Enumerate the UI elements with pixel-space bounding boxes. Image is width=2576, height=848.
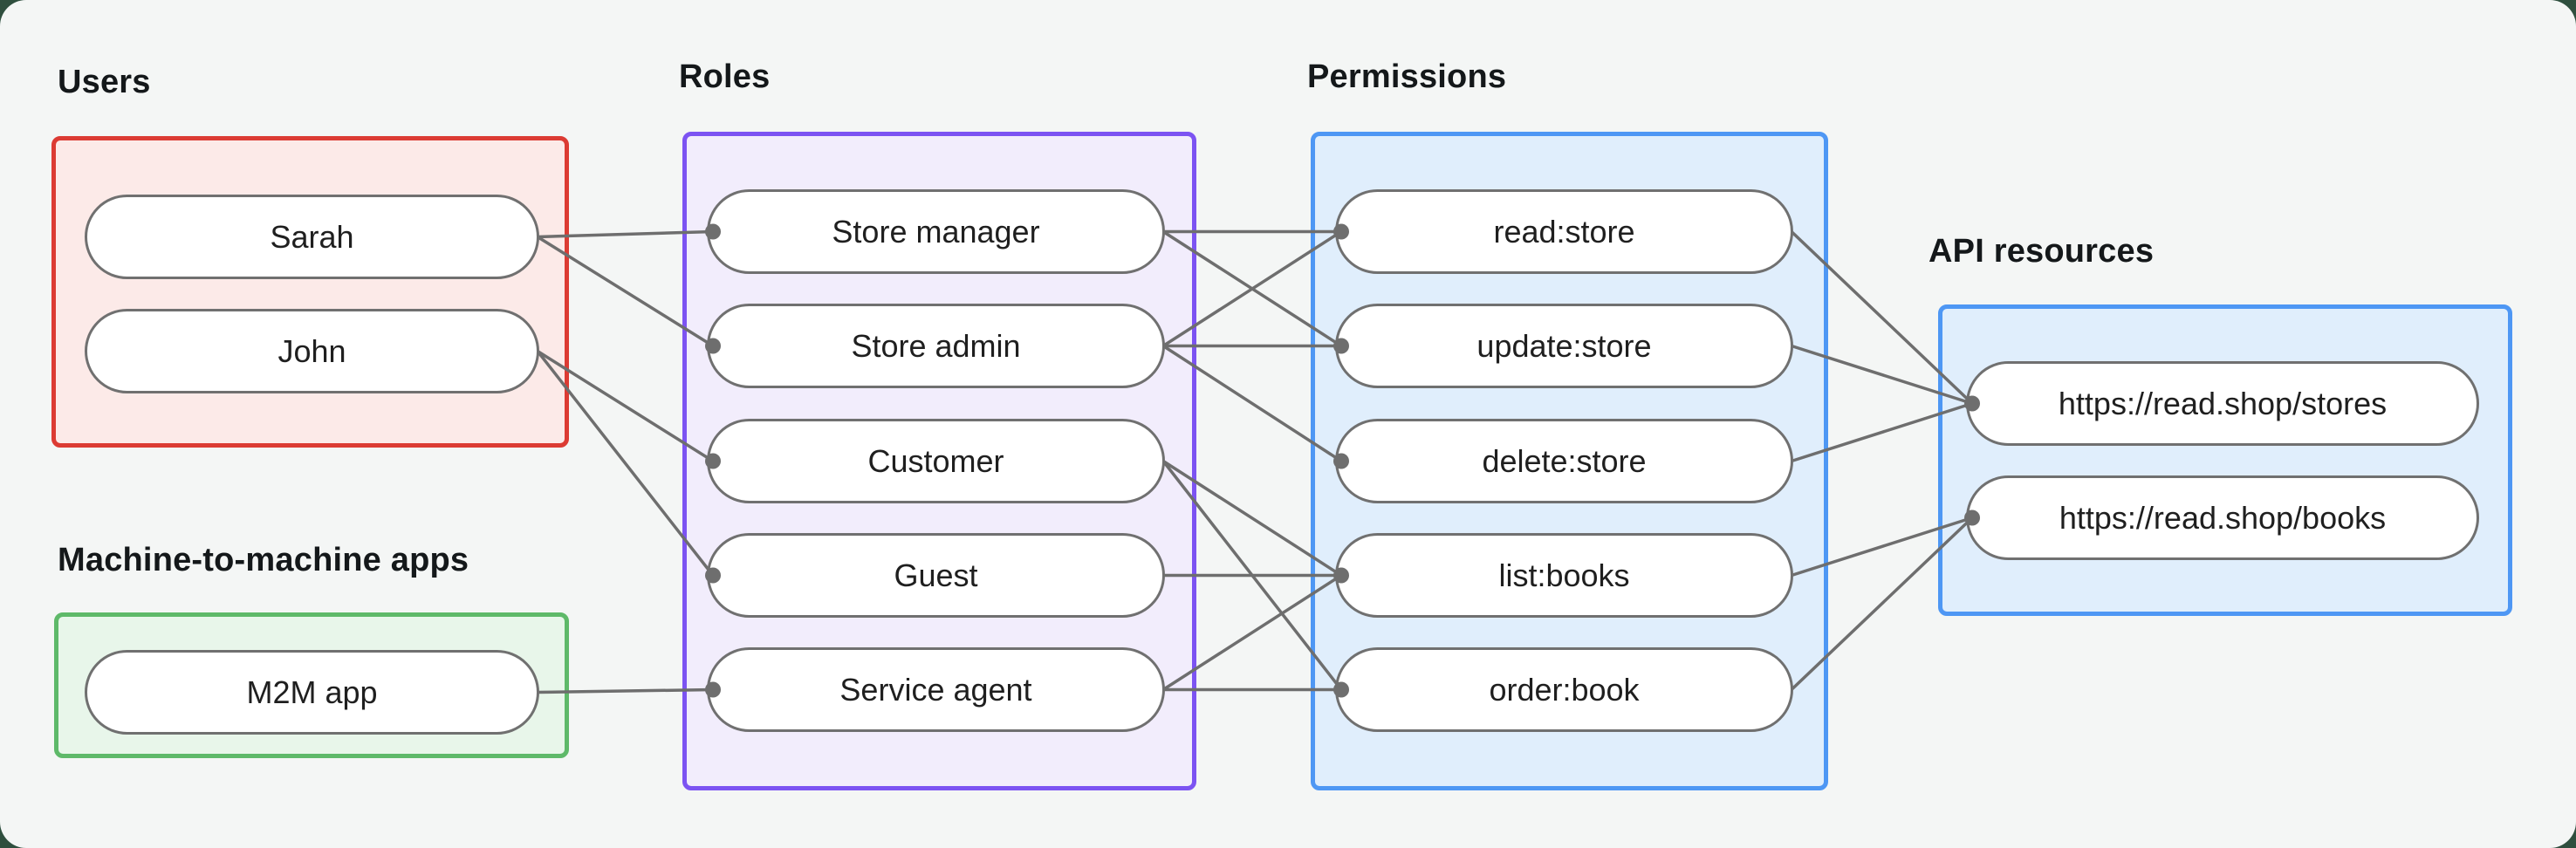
group-label-roles: Roles bbox=[679, 58, 771, 95]
node-customer: Customer bbox=[707, 419, 1165, 503]
node-m2m-app: M2M app bbox=[85, 650, 539, 735]
node-read-store: read:store bbox=[1335, 189, 1793, 274]
group-box-api bbox=[1938, 304, 2512, 616]
node-sarah: Sarah bbox=[85, 195, 539, 279]
node-update-store: update:store bbox=[1335, 304, 1793, 388]
node-guest: Guest bbox=[707, 533, 1165, 618]
node-delete-store: delete:store bbox=[1335, 419, 1793, 503]
node-store-admin: Store admin bbox=[707, 304, 1165, 388]
node-service-agent: Service agent bbox=[707, 647, 1165, 732]
node-stores: https://read.shop/stores bbox=[1966, 361, 2479, 446]
group-box-users bbox=[51, 136, 569, 448]
node-books: https://read.shop/books bbox=[1966, 475, 2479, 560]
group-label-permissions: Permissions bbox=[1307, 58, 1507, 95]
node-store-manager: Store manager bbox=[707, 189, 1165, 274]
node-order-book: order:book bbox=[1335, 647, 1793, 732]
node-list-books: list:books bbox=[1335, 533, 1793, 618]
group-label-api: API resources bbox=[1929, 233, 2155, 270]
node-john: John bbox=[85, 309, 539, 393]
group-label-users: Users bbox=[58, 64, 151, 100]
group-label-m2m: Machine-to-machine apps bbox=[58, 542, 469, 578]
